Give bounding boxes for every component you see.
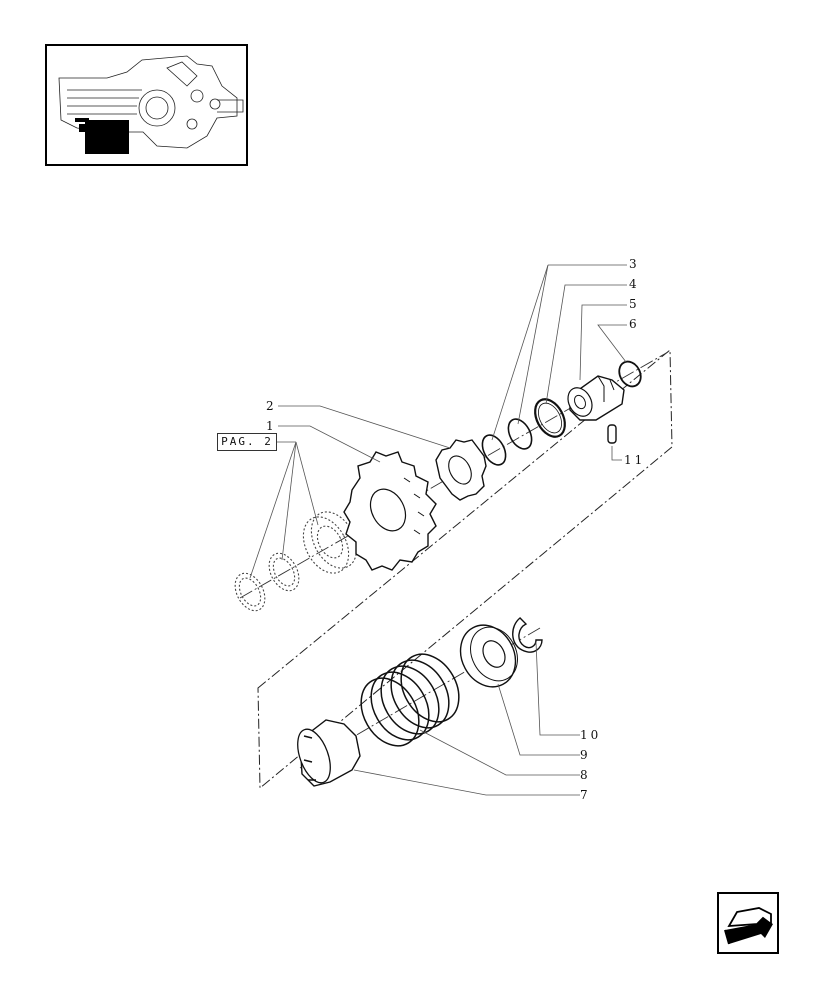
previous-page-arrow-icon: [724, 907, 773, 945]
snap-ring-ghost: [234, 572, 266, 612]
gear-small: [435, 439, 487, 501]
coil-spring: [360, 653, 460, 747]
assembly-boundary: [257, 348, 673, 790]
assembly-thumbnail[interactable]: [45, 44, 248, 166]
page-reference-link[interactable]: PAG. 2: [217, 433, 277, 451]
washer-ghost: [268, 552, 300, 592]
gear-large: [343, 451, 437, 571]
previous-page-button[interactable]: [717, 892, 779, 954]
thumbnail-drawing: [58, 55, 244, 154]
leader-lines: [249, 264, 627, 796]
callout-3: 3: [629, 257, 640, 271]
callout-5: 5: [629, 297, 640, 311]
callout-10: 10: [580, 728, 601, 742]
spring-washer: [459, 624, 518, 688]
callout-7: 7: [580, 788, 591, 802]
callout-11: 11: [624, 453, 645, 467]
circlip: [512, 617, 543, 653]
dowel-pin: [607, 424, 617, 444]
o-ring-4: [507, 418, 533, 450]
callout-4: 4: [629, 277, 640, 291]
callout-1: 1: [266, 419, 277, 433]
callout-6: 6: [629, 317, 640, 331]
o-ring-3: [481, 434, 507, 466]
callout-9: 9: [580, 748, 591, 762]
callout-8: 8: [580, 768, 591, 782]
o-ring-5: [534, 398, 566, 438]
o-ring-6: [618, 360, 642, 388]
clutch-hub: [297, 719, 361, 787]
piston-plug: [567, 375, 625, 421]
callout-2: 2: [266, 399, 277, 413]
